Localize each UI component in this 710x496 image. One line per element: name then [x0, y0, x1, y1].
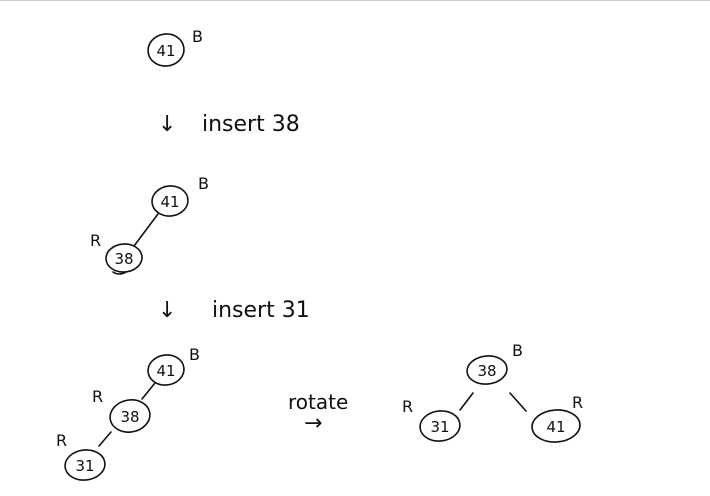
- result-node-38: 38: [466, 355, 508, 385]
- color-mark-black: B: [189, 345, 200, 364]
- node-value: 38: [114, 250, 133, 268]
- color-mark-red: R: [572, 393, 583, 412]
- node-value: 31: [75, 457, 94, 475]
- step1-text: insert 38: [202, 112, 300, 137]
- node-value: 41: [160, 193, 179, 211]
- color-mark-red: R: [402, 397, 413, 416]
- node-circle: [64, 449, 106, 481]
- color-mark-red: R: [90, 231, 101, 250]
- node-circle: [109, 399, 151, 433]
- stage2-tree: 41 B 38 R: [90, 174, 209, 275]
- node-circle: [419, 410, 461, 442]
- stage3-node-38: 38: [109, 399, 151, 433]
- result-node-41: 41: [531, 409, 581, 443]
- color-mark-black: B: [512, 341, 523, 360]
- node-circle: [466, 355, 508, 385]
- stage3-node-41: 41: [147, 354, 185, 386]
- color-mark-black: B: [198, 174, 209, 193]
- color-mark-red: R: [56, 431, 67, 450]
- node-value: 38: [477, 362, 496, 380]
- stage3-node-31: 31: [64, 449, 106, 481]
- node-underline: [112, 271, 127, 275]
- node-value: 41: [156, 42, 175, 60]
- down-arrow-icon: ↓: [158, 112, 176, 137]
- color-mark-black: B: [192, 27, 203, 46]
- node-circle: [151, 185, 189, 217]
- node-circle: [531, 409, 581, 443]
- stage1-node-41: 41: [147, 33, 185, 67]
- result-node-31: 31: [419, 410, 461, 442]
- top-divider: [0, 0, 710, 1]
- right-arrow-icon: →: [304, 411, 322, 436]
- color-mark-red: R: [92, 387, 103, 406]
- node-circle: [147, 354, 185, 386]
- stage2-node-41: 41: [151, 185, 189, 217]
- result-tree: 38 B 31 R 41 R: [402, 341, 583, 443]
- step2-instruction: ↓ insert 31: [158, 298, 310, 323]
- node-circle: [147, 33, 185, 67]
- tree-edge: [509, 392, 527, 412]
- step2-text: insert 31: [212, 298, 310, 323]
- rotate-label: rotate: [288, 390, 348, 414]
- node-value: 38: [120, 408, 139, 426]
- stage2-node-38: 38: [105, 243, 143, 275]
- tree-edge: [133, 213, 159, 247]
- node-value: 31: [430, 418, 449, 436]
- stage3-tree: 41 B 38 R 31 R: [56, 345, 200, 481]
- node-value: 41: [156, 362, 175, 380]
- down-arrow-icon: ↓: [158, 298, 176, 323]
- rotation-step: rotate →: [288, 390, 348, 436]
- node-value: 41: [546, 418, 565, 436]
- step1-instruction: ↓ insert 38: [158, 112, 300, 137]
- tree-edge: [141, 382, 156, 400]
- tree-edge: [98, 431, 112, 447]
- stage1-tree: 41 B: [147, 27, 203, 67]
- tree-edge: [459, 392, 474, 411]
